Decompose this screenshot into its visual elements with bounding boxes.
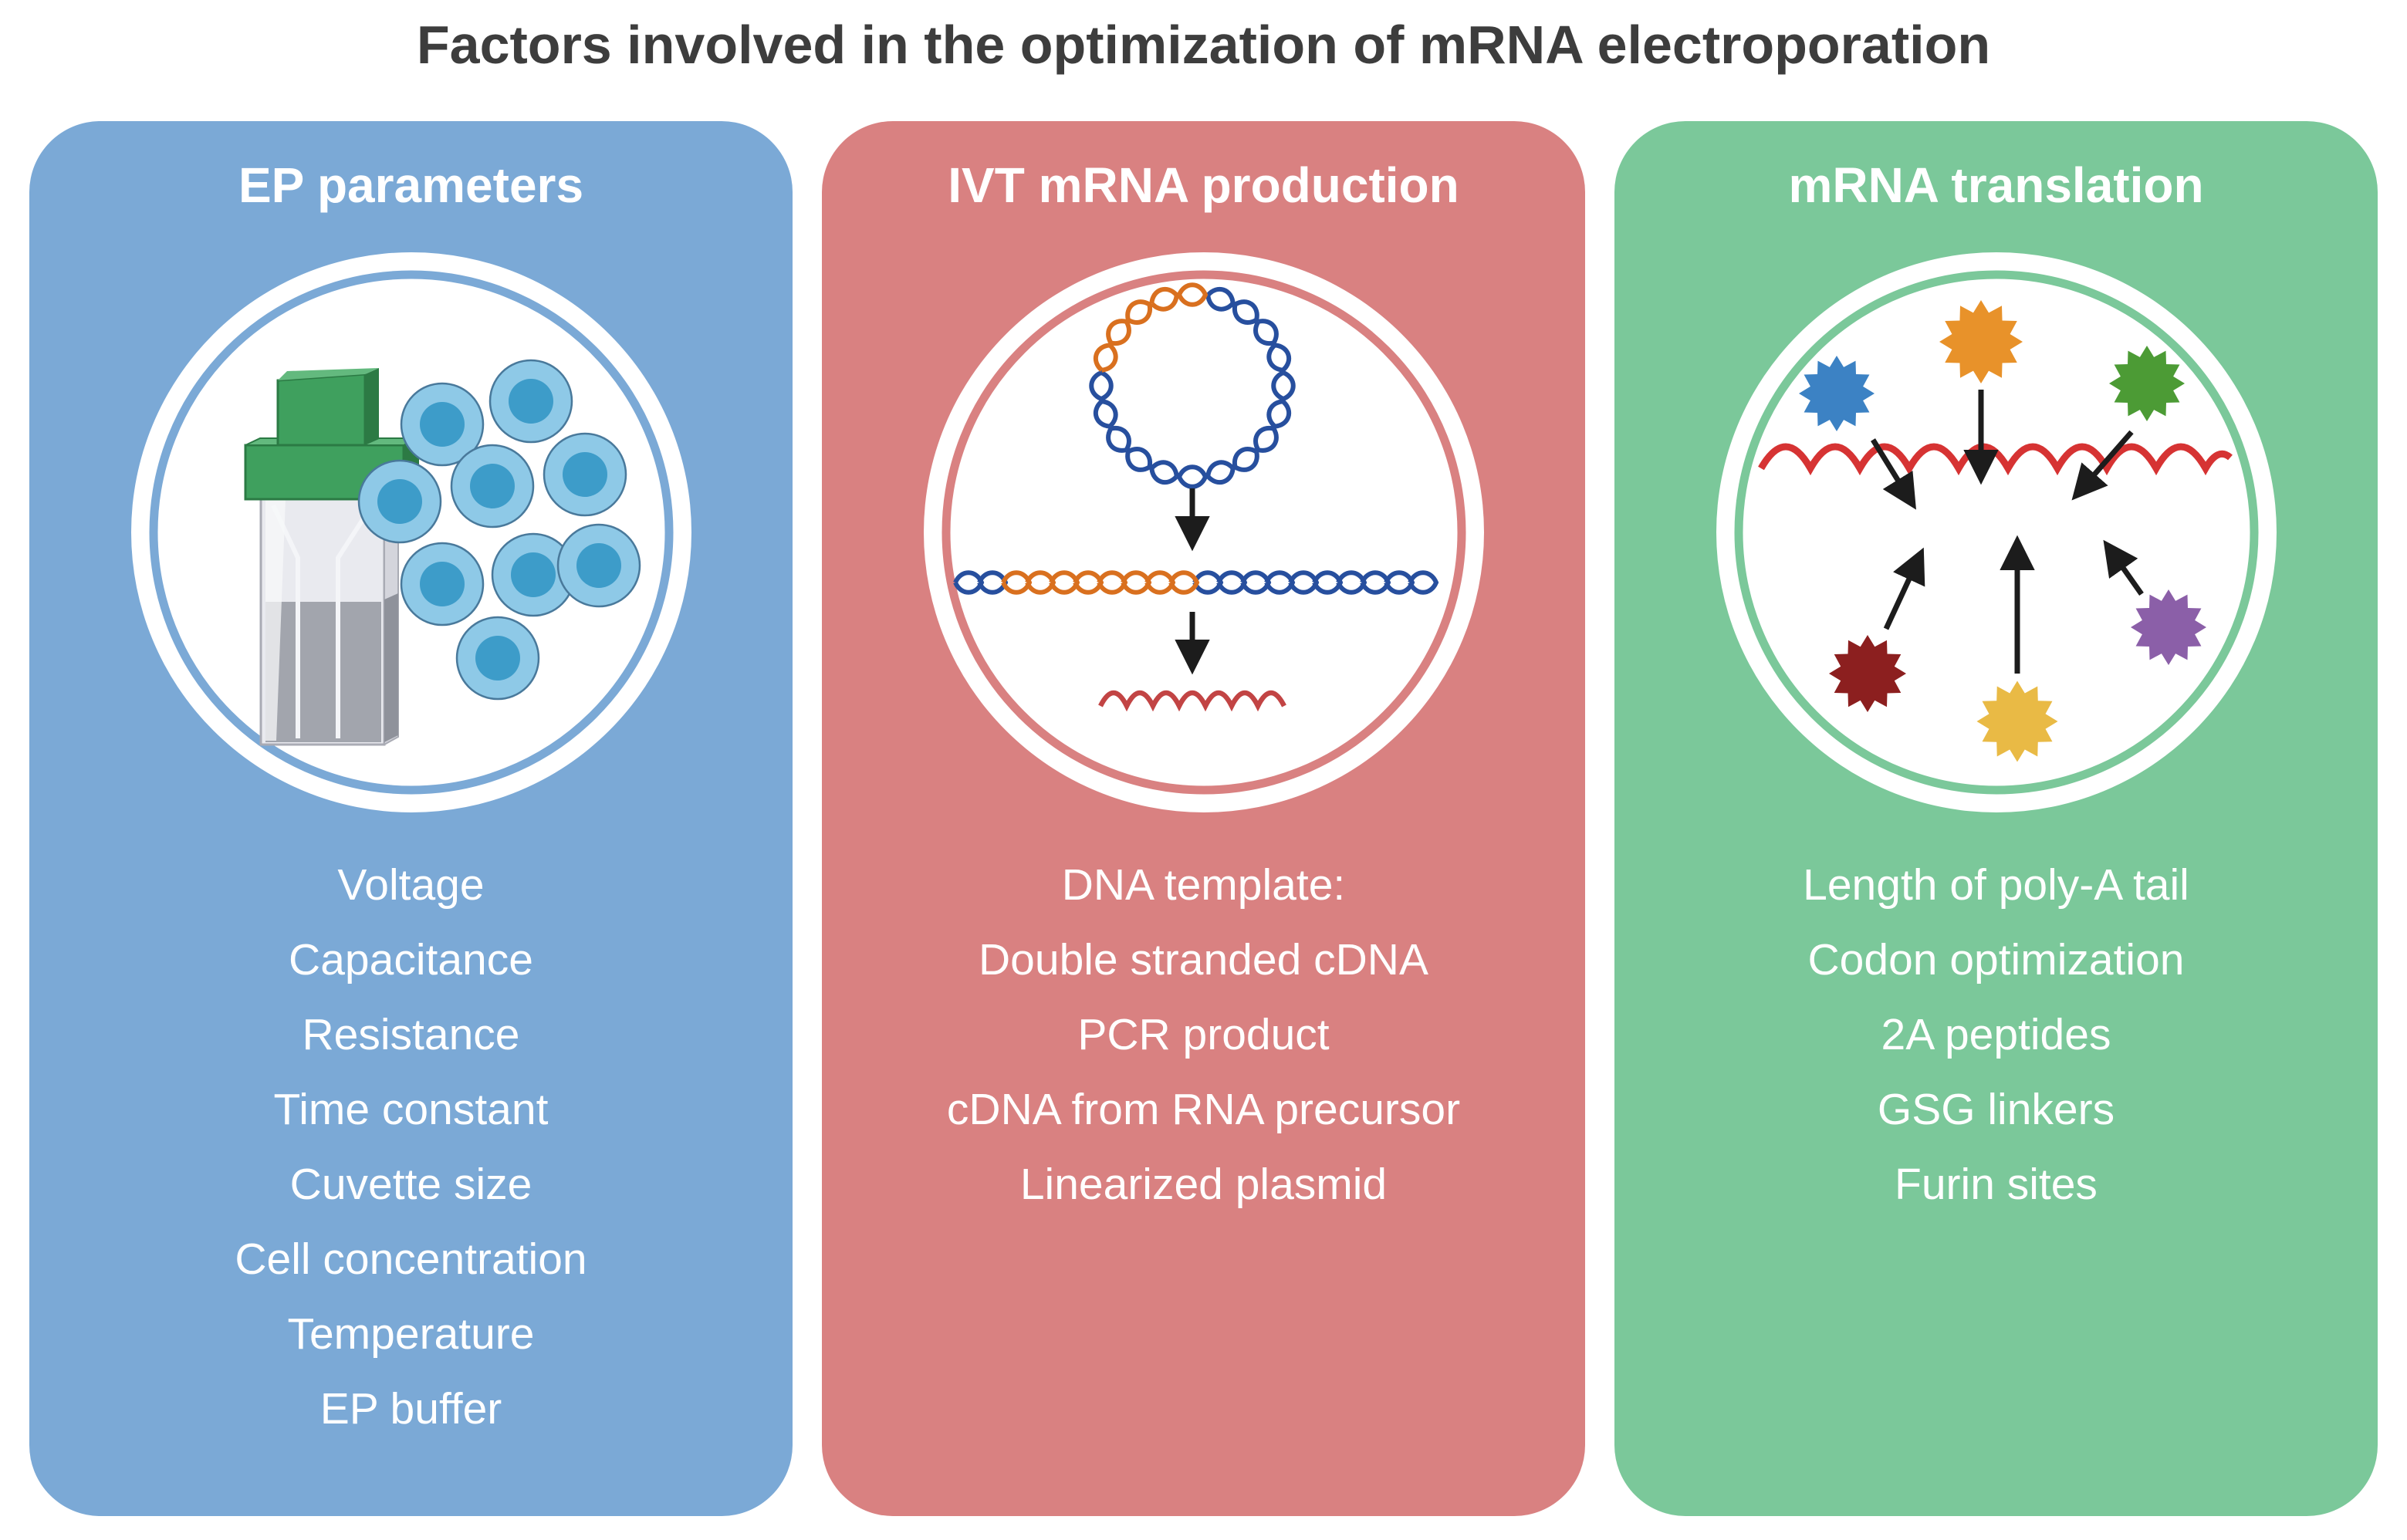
factor-list: DNA template: Double stranded cDNA PCR p…: [947, 848, 1460, 1222]
circle-inner-ring: [942, 270, 1465, 795]
list-item: DNA template:: [1061, 860, 1346, 910]
cell-nuclei: [377, 379, 621, 681]
list-item: EP buffer: [319, 1384, 502, 1434]
list-item: Voltage: [337, 860, 485, 910]
plasmid-to-mrna-icon: [923, 252, 1484, 812]
list-item: Double stranded cDNA: [979, 935, 1428, 984]
factor-list: Voltage Capacitance Resistance Time cons…: [235, 848, 587, 1447]
circle-illustration-translation: [1715, 251, 2278, 814]
list-item: Cuvette size: [289, 1160, 532, 1209]
list-item: GSG linkers: [1877, 1085, 2115, 1134]
panel-header: mRNA translation: [1788, 157, 2204, 213]
list-item: PCR product: [1077, 1010, 1330, 1059]
panel-ep-parameters: EP parameters: [29, 121, 793, 1516]
list-item: cDNA from RNA precursor: [946, 1085, 1461, 1134]
panel-row: EP parameters: [29, 121, 2378, 1516]
mrna-modifications-icon: [1716, 252, 2277, 812]
mrna-icon: [1757, 443, 2233, 476]
panel-ivt-mrna-production: IVT mRNA production: [822, 121, 1585, 1516]
list-item: Capacitance: [289, 935, 533, 984]
list-item: Codon optimization: [1807, 935, 2185, 984]
mrna-icon: [1097, 690, 1286, 712]
list-item: Time constant: [273, 1085, 549, 1134]
panel-header: IVT mRNA production: [948, 157, 1459, 213]
factor-list: Length of poly-A tail Codon optimization…: [1803, 848, 2189, 1222]
panel-header: EP parameters: [238, 157, 584, 213]
list-item: Resistance: [302, 1010, 520, 1059]
list-item: Cell concentration: [235, 1234, 587, 1284]
modification-arrows: [1870, 390, 2144, 674]
cuvette-and-cells-icon: [130, 252, 691, 812]
diagram-title: Factors involved in the optimization of …: [416, 15, 1991, 75]
circle-illustration-ep: [130, 251, 693, 814]
list-item: Temperature: [287, 1309, 535, 1359]
list-item: Length of poly-A tail: [1803, 860, 2189, 910]
list-item: Furin sites: [1895, 1160, 2098, 1209]
panel-mrna-translation: mRNA translation: [1614, 121, 2378, 1516]
list-item: 2A peptides: [1881, 1010, 2111, 1059]
circle-illustration-ivt: [922, 251, 1486, 814]
list-item: Linearized plasmid: [1019, 1160, 1388, 1209]
